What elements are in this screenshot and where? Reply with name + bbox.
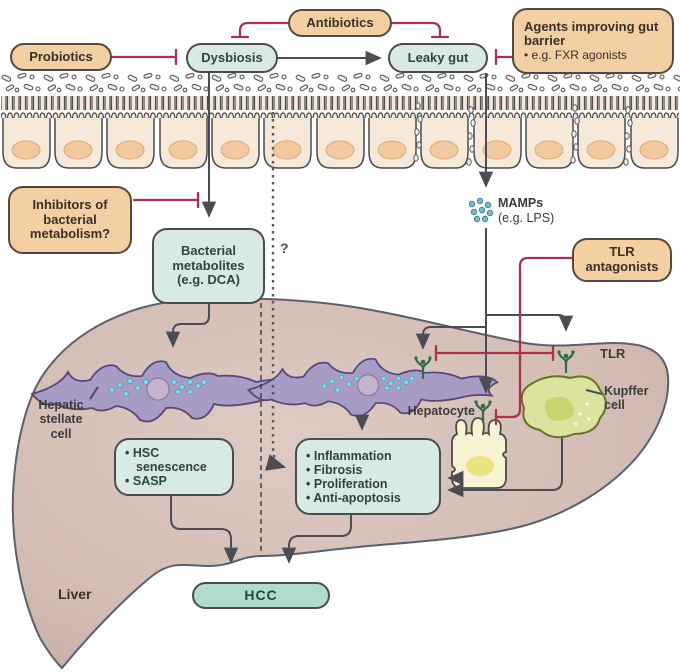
inflammation-item: Inflammation (306, 449, 395, 463)
dysbiosis-label: Dysbiosis (201, 49, 263, 65)
hsc-senescence-item: HSC senescence (125, 446, 223, 474)
inhibitors-box: Inhibitors of bacterial metabolism? (8, 186, 132, 254)
kupffer-cell-label: Kupffer cell (604, 384, 649, 413)
mamps-particles-icon (468, 197, 494, 223)
mamps-sub-label: (e.g. LPS) (498, 211, 555, 225)
gut-lumen-bacteria-band (0, 72, 680, 98)
sasp-item: SASP (125, 474, 170, 488)
hepatocyte-label: Hepatocyte (407, 404, 475, 418)
antibiotics-box: Antibiotics (288, 9, 392, 37)
dysbiosis-box: Dysbiosis (186, 43, 278, 73)
anti-apoptosis-item: Anti-apoptosis (306, 491, 401, 505)
tlr-antagonists-label: TLR antagonists (585, 244, 659, 274)
question-mark-label: ? (280, 240, 289, 256)
mamps-label: MAMPs (498, 196, 544, 210)
proliferation-item: Proliferation (306, 477, 391, 491)
agents-title: Agents improving gut barrier (524, 18, 659, 49)
inhibition-lines (110, 21, 574, 426)
hepatocyte-shape (451, 417, 507, 489)
leaky-gut-label: Leaky gut (407, 49, 469, 65)
probiotics-box: Probiotics (10, 43, 112, 71)
unknown-pathway-dotted-line (265, 112, 287, 471)
liver-label: Liver (58, 586, 92, 602)
bacterial-metabolites-box: Bacterial metabolites (e.g. DCA) (152, 228, 265, 304)
epithelial-nuclei (11, 140, 669, 160)
hcc-label: HCC (244, 586, 278, 603)
hsc-senescence-box: HSC senescence SASP (114, 438, 234, 496)
hcc-box: HCC (192, 582, 330, 609)
microvilli-brush-border (1, 96, 679, 118)
tlr-label: TLR (600, 346, 626, 361)
tlr-antagonists-box: TLR antagonists (572, 238, 672, 282)
agents-example: e.g. FXR agonists (524, 48, 627, 62)
antibiotics-label: Antibiotics (306, 14, 374, 30)
probiotics-label: Probiotics (29, 48, 93, 64)
liver-effects-box: Inflammation Fibrosis Proliferation Anti… (295, 438, 441, 515)
inhibitors-label: Inhibitors of bacterial metabolism? (29, 197, 111, 242)
fibrosis-item: Fibrosis (306, 463, 366, 477)
intestinal-epithelium (1, 96, 679, 169)
gray-pathway-arrows (89, 50, 603, 564)
hepatic-stellate-cell-label: Hepatic stellate cell (38, 398, 84, 441)
bacterial-metabolites-label: Bacterial metabolites (e.g. DCA) (172, 243, 245, 288)
kupffer-cell-shape (520, 375, 607, 439)
leaky-gut-box: Leaky gut (388, 43, 488, 73)
agents-improving-gut-barrier-box: Agents improving gut barrier e.g. FXR ag… (512, 8, 674, 74)
